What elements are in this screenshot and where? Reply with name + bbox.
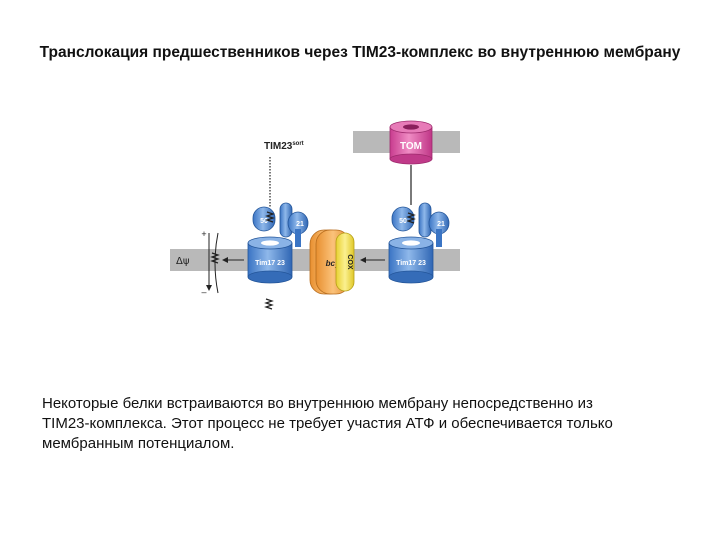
body-line-2: TIM23-комплекса. Этот процесс не требует… <box>42 415 613 432</box>
sorting-signal-right <box>406 212 416 224</box>
arrow-right-icon <box>360 257 385 263</box>
minus-sign: – <box>201 287 206 297</box>
tim23-complex-right: 50 21 Tim17 23 <box>388 202 450 284</box>
cox-complex: COX <box>335 232 355 292</box>
tim17-23-label-left: Tim17 23 <box>255 260 285 267</box>
tim23-complex-left: 50 21 Tim17 23 <box>247 202 309 284</box>
plus-sign: + <box>201 229 206 239</box>
cox-label: COX <box>346 254 353 270</box>
potential-bracket <box>214 232 219 294</box>
tim23-label-text: TIM23 <box>264 141 293 152</box>
tim21-label-right: 21 <box>437 221 445 228</box>
slide-body-text: Некоторые белки встраиваются во внутренн… <box>42 394 692 454</box>
tim21-label-left: 21 <box>296 221 304 228</box>
body-line-1: Некоторые белки встраиваются во внутренн… <box>42 395 593 412</box>
arrow-left-icon <box>222 257 244 263</box>
tim17-23-label-right: Tim17 23 <box>396 260 426 267</box>
sorting-signal-left <box>265 211 275 223</box>
delta-psi-label: Δψ <box>176 256 190 267</box>
body-line-3: мембранным потенциалом. <box>42 435 235 452</box>
potential-arrow-head-icon <box>206 285 212 291</box>
tom-label: TOM <box>400 141 422 152</box>
bc1-label-text: bc <box>326 259 336 268</box>
tim50-label-left: 50 <box>260 218 268 225</box>
tim23-sort-superscript: sort <box>292 141 303 147</box>
slide-title: Транслокация предшественников через TIM2… <box>39 44 681 61</box>
tim23-translocation-diagram: TIM23sort TOM 50 21 Tim17 23 bc1 COX <box>170 120 460 310</box>
tim50-label-right: 50 <box>399 218 407 225</box>
tim23-sort-label: TIM23sort <box>264 141 304 152</box>
matrix-tail-zigzag <box>264 298 274 310</box>
tom-complex: TOM <box>389 120 433 165</box>
